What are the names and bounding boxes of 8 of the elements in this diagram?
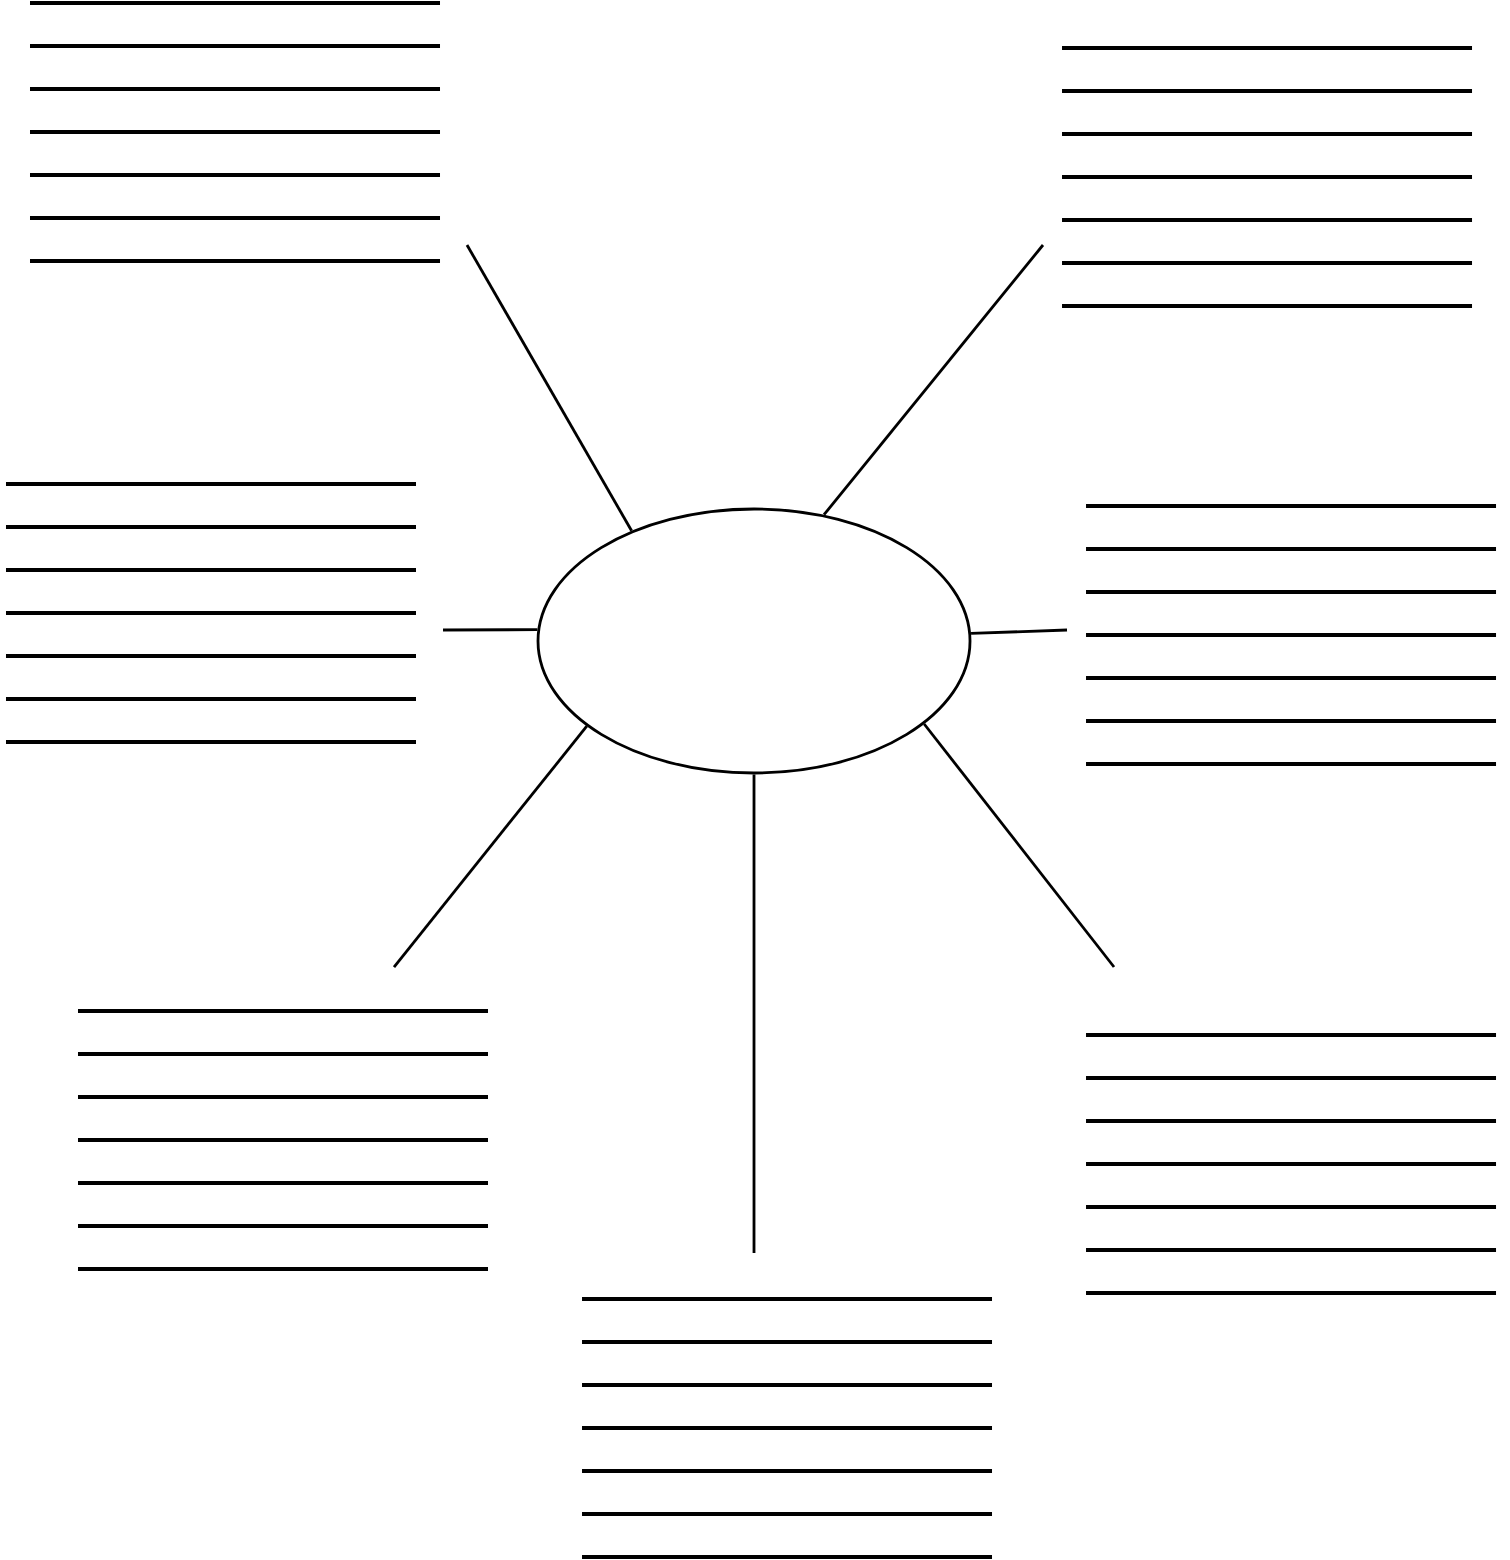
spoke-line	[752, 774, 756, 1253]
spoke-line	[392, 725, 588, 968]
spoke-line	[971, 628, 1068, 635]
spoke-line	[443, 628, 538, 632]
spoke-line	[822, 244, 1045, 516]
center-ellipse	[536, 507, 972, 775]
spoke-line	[465, 244, 633, 532]
spoke-line	[923, 723, 1116, 968]
